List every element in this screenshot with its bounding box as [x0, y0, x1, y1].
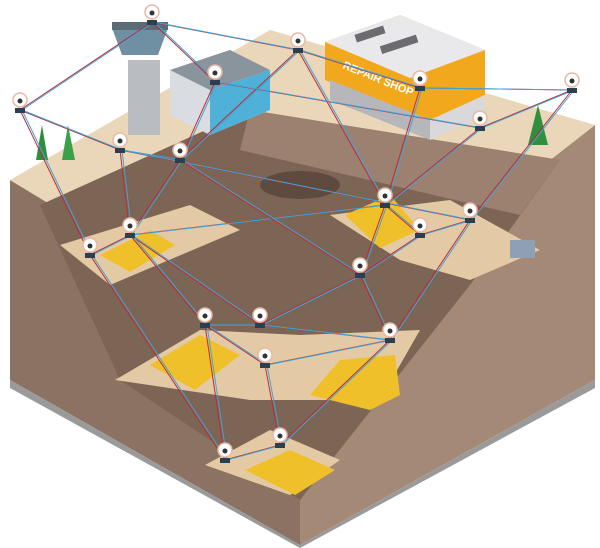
- wireless-node-icon: [197, 307, 213, 328]
- network-link: [206, 324, 268, 366]
- network-link: [181, 159, 363, 276]
- wheel-loader-bottom: [245, 450, 335, 495]
- network-link: [481, 89, 575, 129]
- network-link: [261, 274, 363, 326]
- network-link: [386, 87, 423, 206]
- network-link: [224, 444, 281, 461]
- trees: [36, 105, 548, 160]
- network-link: [21, 109, 123, 151]
- network-link: [281, 339, 393, 446]
- repair-shop-building: REPAIR SHOP: [325, 15, 485, 140]
- wireless-node-icon: [377, 187, 393, 208]
- network-link: [129, 159, 181, 236]
- network-link: [91, 234, 133, 256]
- terrain-right-face: [300, 125, 595, 545]
- network-link: [384, 87, 421, 206]
- wireless-node-icon: [272, 427, 288, 448]
- network-link: [181, 49, 301, 161]
- network-link: [21, 109, 93, 256]
- network-link: [299, 49, 423, 89]
- network-link: [471, 89, 575, 221]
- network-links: [19, 21, 575, 461]
- wireless-node-icon: [122, 217, 138, 238]
- wireless-node-icon: [82, 237, 98, 258]
- network-link: [21, 21, 155, 111]
- network-link: [421, 87, 575, 91]
- wireless-node-icon: [172, 142, 188, 163]
- network-link: [206, 324, 228, 461]
- wireless-node-icon: [112, 132, 128, 153]
- network-link: [279, 339, 391, 446]
- network-link: [297, 49, 386, 206]
- network-link: [89, 234, 131, 256]
- network-link: [129, 234, 261, 326]
- network-link: [19, 21, 153, 111]
- network-link: [19, 109, 121, 151]
- network-link: [359, 234, 421, 276]
- wireless-node-icon: [207, 64, 223, 85]
- wireless-node-icon: [352, 257, 368, 278]
- network-link: [181, 81, 218, 161]
- pit-hole: [260, 171, 340, 199]
- network-link: [216, 81, 483, 129]
- wireless-node-icon: [217, 442, 233, 463]
- network-link: [131, 159, 183, 236]
- network-link: [421, 219, 473, 236]
- network-link: [131, 234, 208, 326]
- network-nodes: [12, 4, 580, 463]
- dump-truck-upper-right: [345, 195, 420, 248]
- wireless-node-icon: [412, 217, 428, 238]
- wireless-node-icon: [382, 322, 398, 343]
- wireless-node-icon: [564, 72, 580, 93]
- network-link: [261, 324, 393, 341]
- network-link: [91, 254, 228, 461]
- network-link: [297, 49, 421, 89]
- network-link: [204, 324, 226, 461]
- network-link: [386, 127, 483, 206]
- wireless-node-icon: [252, 307, 268, 328]
- network-link: [131, 204, 388, 236]
- network-link: [419, 219, 471, 236]
- wireless-node-icon: [462, 202, 478, 223]
- crate-stack: [510, 240, 535, 258]
- network-link: [226, 444, 283, 461]
- wireless-node-icon: [144, 4, 160, 25]
- network-link: [89, 254, 226, 461]
- network-link: [153, 21, 218, 83]
- wheel-loader-upper-left: [100, 230, 175, 272]
- network-link: [259, 274, 361, 326]
- network-link: [384, 127, 481, 206]
- wireless-node-icon: [290, 32, 306, 53]
- network-link: [131, 234, 263, 326]
- network-link: [389, 219, 471, 341]
- network-link: [479, 89, 573, 129]
- wireless-node-icon: [257, 347, 273, 368]
- network-link: [266, 339, 393, 366]
- network-link: [129, 234, 206, 326]
- bulldozer-middle: [150, 335, 240, 390]
- wireless-node-icon: [472, 110, 488, 131]
- network-link: [179, 159, 361, 276]
- network-link: [151, 21, 216, 83]
- network-link: [299, 49, 388, 206]
- network-link: [153, 21, 301, 51]
- network-link: [179, 49, 299, 161]
- network-link: [469, 89, 573, 221]
- network-link: [391, 219, 473, 341]
- network-link: [19, 109, 91, 256]
- network-link: [361, 234, 423, 276]
- network-link: [204, 324, 266, 366]
- control-tower: [112, 22, 168, 135]
- wireless-node-icon: [412, 70, 428, 91]
- office-building: [170, 50, 270, 135]
- wireless-node-icon: [12, 92, 28, 113]
